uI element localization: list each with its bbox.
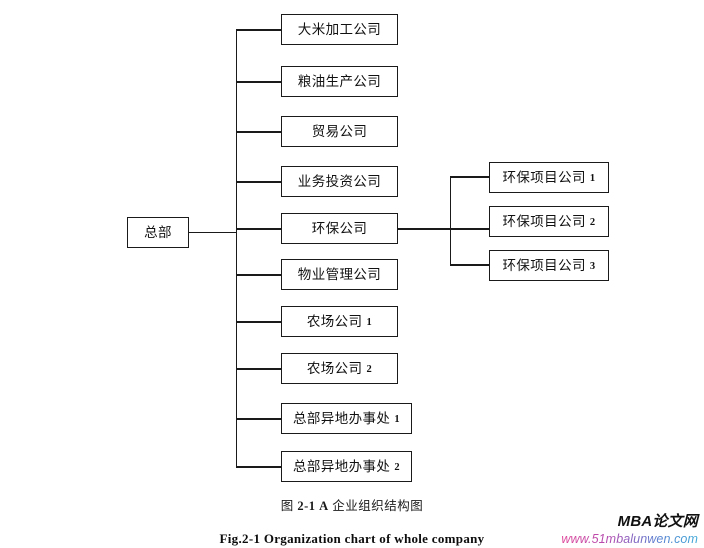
connector-sub-stub-1: [450, 176, 489, 178]
org-node-index: 1: [394, 414, 400, 426]
org-node-level1-2: 粮油生产公司: [281, 66, 398, 97]
org-node-label: 业务投资公司: [297, 173, 382, 189]
org-node-index: 2: [589, 217, 596, 229]
org-node-level2-2: 环保项目公司 2: [489, 206, 609, 237]
org-node-label: 农场公司: [306, 360, 363, 376]
caption-cn-prefix: 图: [280, 499, 298, 513]
org-node-root-label: 总部: [144, 224, 172, 240]
connector-sub-trunk: [450, 177, 452, 265]
org-node-level1-5: 环保公司: [281, 213, 398, 244]
org-node-level1-8: 农场公司 2: [281, 353, 398, 384]
connector-stub-2: [236, 81, 281, 83]
connector-huanbao-to-subtrunk: [398, 228, 489, 230]
caption-cn-suffix: 企业组织结构图: [328, 499, 424, 513]
org-node-level1-1: 大米加工公司: [281, 14, 398, 45]
org-node-label: 环保公司: [311, 220, 368, 236]
org-node-label: 环保项目公司: [502, 257, 586, 273]
org-node-label: 贸易公司: [311, 123, 368, 139]
org-node-level1-4: 业务投资公司: [281, 166, 398, 197]
org-node-level2-3: 环保项目公司 3: [489, 250, 609, 281]
org-node-index: 3: [589, 261, 596, 273]
figure-caption-block: 图 2-1 A 企业组织结构图 Fig.2-1 Organization cha…: [0, 495, 704, 547]
connector-stub-10: [236, 466, 281, 468]
org-node-level1-9: 总部异地办事处 1: [281, 403, 412, 434]
org-node-index: 1: [366, 317, 373, 329]
org-node-label: 物业管理公司: [297, 266, 382, 282]
org-node-label: 粮油生产公司: [297, 73, 382, 89]
caption-cn-number: 2-1 A: [297, 499, 329, 513]
org-node-root: 总部: [127, 217, 189, 248]
connector-stub-3: [236, 131, 281, 133]
connector-main-trunk: [236, 30, 238, 467]
org-node-level2-1: 环保项目公司 1: [489, 162, 609, 193]
watermark-url: www.51mbalunwen.com: [561, 532, 698, 546]
org-node-level1-7: 农场公司 1: [281, 306, 398, 337]
connector-root-to-trunk: [189, 231, 237, 233]
org-node-label: 农场公司: [306, 313, 363, 329]
connector-stub-8: [236, 368, 281, 370]
org-node-index: 2: [394, 462, 400, 474]
org-node-label: 大米加工公司: [297, 21, 382, 37]
org-node-level1-3: 贸易公司: [281, 116, 398, 147]
watermark: MBA论文网 www.51mbalunwen.com: [561, 510, 698, 546]
connector-stub-6: [236, 274, 281, 276]
figure-caption-en: Fig.2-1 Organization chart of whole comp…: [219, 531, 485, 546]
org-node-index: 1: [589, 173, 596, 185]
watermark-title: MBA论文网: [617, 513, 698, 530]
connector-stub-9: [236, 418, 281, 420]
connector-stub-7: [236, 321, 281, 323]
org-node-index: 2: [366, 364, 373, 376]
org-node-label: 总部异地办事处: [293, 410, 391, 426]
connector-stub-4: [236, 181, 281, 183]
connector-stub-5: [236, 228, 281, 230]
org-node-label: 环保项目公司: [502, 213, 586, 229]
figure-caption-cn: 图 2-1 A 企业组织结构图: [0, 495, 704, 514]
org-node-label: 总部异地办事处: [293, 458, 391, 474]
connector-stub-1: [236, 29, 281, 31]
org-node-level1-6: 物业管理公司: [281, 259, 398, 290]
org-node-level1-10: 总部异地办事处 2: [281, 451, 412, 482]
org-node-label: 环保项目公司: [502, 169, 586, 185]
connector-sub-stub-3: [450, 264, 489, 266]
